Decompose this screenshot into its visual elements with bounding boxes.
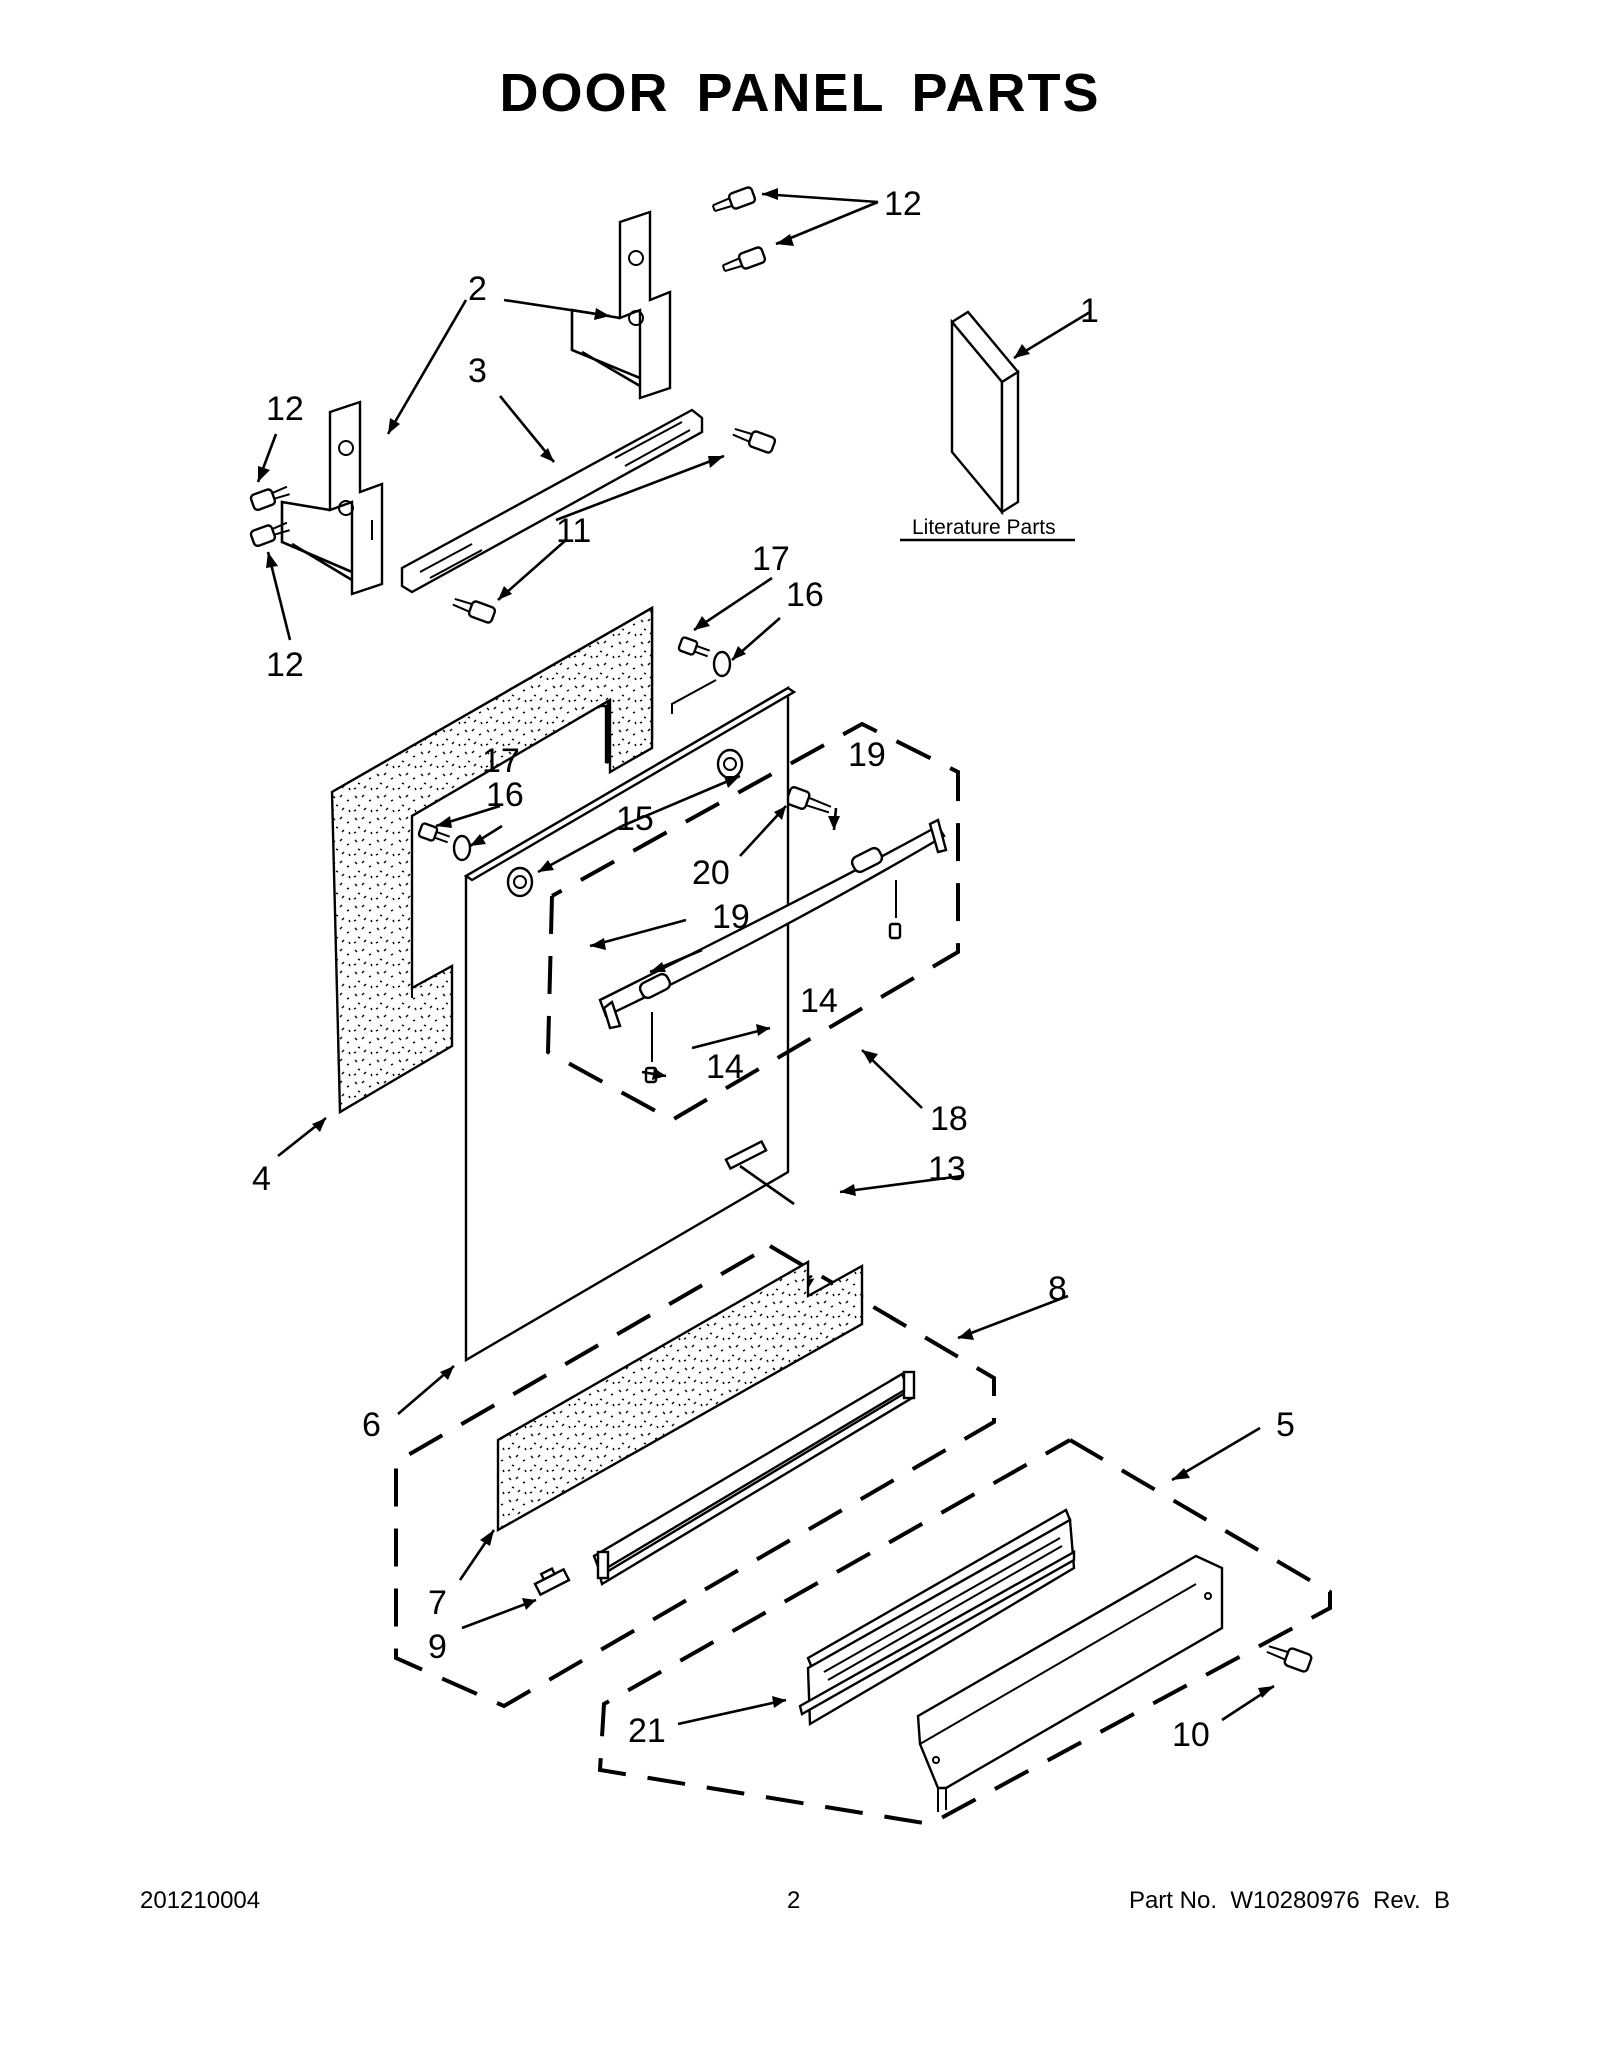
callout-4: 4: [252, 1160, 271, 1198]
callout-14-right: 14: [800, 982, 838, 1020]
callout-19-lower: 19: [712, 898, 750, 936]
literature-parts-label: Literature Parts: [912, 516, 1056, 539]
footer-date-code: 201210004: [140, 1887, 261, 1914]
page-title: DOOR PANEL PARTS: [499, 63, 1101, 123]
left-hinge-bracket: [280, 400, 384, 596]
callout-15: 15: [616, 800, 654, 838]
washer-lower: [452, 834, 472, 862]
door-insulation: [330, 605, 654, 1115]
callout-8: 8: [1048, 1270, 1067, 1308]
callout-7: 7: [428, 1584, 447, 1622]
callout-18: 18: [930, 1100, 968, 1138]
toe-panel-bracket: [916, 1554, 1224, 1812]
door-support-bar: [400, 408, 704, 594]
callout-19-upper: 19: [848, 736, 886, 774]
callout-14-lower: 14: [706, 1048, 744, 1086]
toe-panel: [798, 1508, 1076, 1727]
callout-9: 9: [428, 1628, 447, 1666]
callout-13: 13: [928, 1150, 966, 1188]
callout-10: 10: [1172, 1716, 1210, 1754]
callout-3: 3: [468, 352, 487, 390]
callout-12-left-lower: 12: [266, 646, 304, 684]
toe-panel-kit-boundary: [597, 1438, 1332, 1827]
kick-panel-kit-boundary: [394, 1244, 996, 1709]
handle-kit-boundary: [545, 721, 960, 1123]
callout-2: 2: [468, 270, 487, 308]
callout-21: 21: [628, 1712, 666, 1750]
literature-parts-booklet: [900, 310, 1075, 542]
spacers: [506, 748, 744, 898]
kick-panel-insulation: [496, 1259, 916, 1586]
footer-part-number: Part No. W10280976 Rev. B: [1128, 1887, 1450, 1914]
arrow-heads: [258, 188, 1274, 1708]
callout-16-lower: 16: [486, 776, 524, 814]
washer-upper: [712, 650, 732, 678]
callout-1: 1: [1080, 292, 1099, 330]
callout-5: 5: [1276, 1406, 1295, 1444]
clip: [533, 1566, 571, 1597]
callout-12-top: 12: [884, 185, 922, 223]
callout-numbers: 12 1 2 3 12 11 12 17 16 17 16 15 19 20 1…: [252, 185, 1295, 1754]
door-handle: [598, 818, 948, 1084]
callout-17-lower: 17: [482, 742, 520, 780]
callout-11: 11: [556, 512, 591, 550]
right-hinge-bracket: [570, 210, 672, 400]
callout-20: 20: [692, 854, 730, 892]
callout-6: 6: [362, 1406, 381, 1444]
callout-17-upper: 17: [752, 540, 790, 578]
callout-16-upper: 16: [786, 576, 824, 614]
footer-page-number: 2: [787, 1887, 801, 1914]
callout-12-left-upper: 12: [266, 390, 304, 428]
door-panel: [463, 679, 797, 1363]
